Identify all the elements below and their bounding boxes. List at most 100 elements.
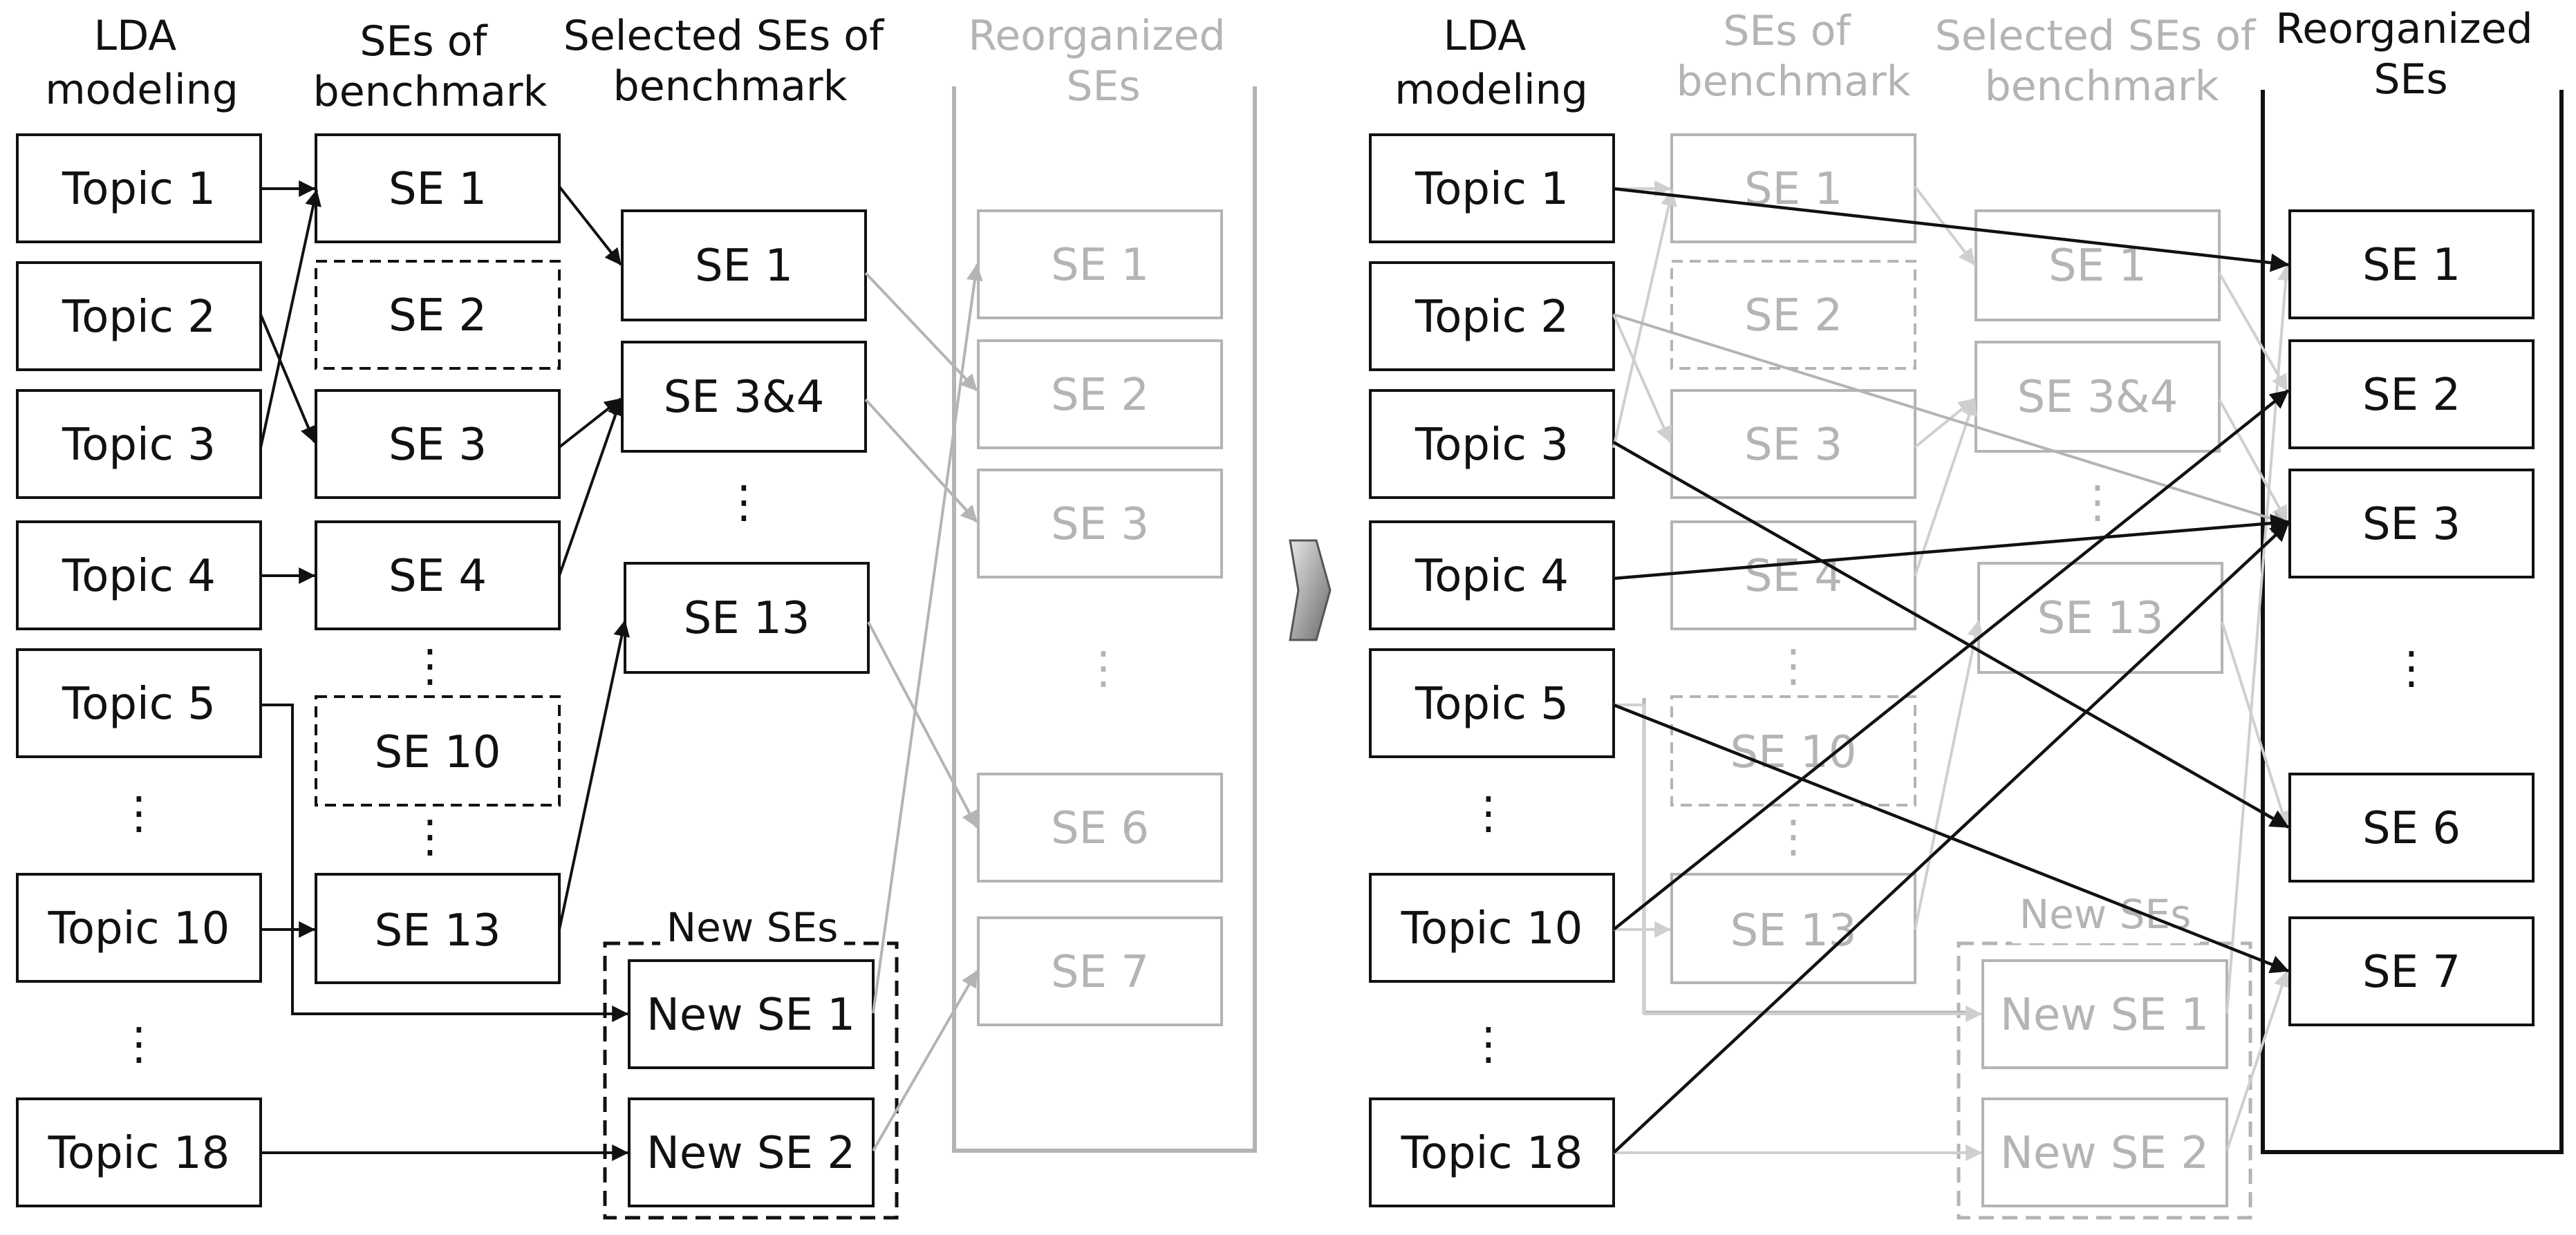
header-selected-ses: Selected SEs of benchmark: [563, 12, 897, 111]
arrow-selected-se1-to-reorg-se2: [864, 272, 978, 392]
left-selected-ses: SE 1 SE 3&4 SE 13 New SE 1 New SE 2: [621, 209, 875, 1207]
benchmark-se-label-13: SE 13: [375, 905, 501, 956]
right-benchmark-se-box-2: [1670, 260, 1916, 370]
arrow-selected-se34-to-reorg-se3: [864, 398, 978, 523]
ellipsis-benchmark-2: ⋮: [408, 811, 452, 862]
topic-label-1: Topic 1: [62, 164, 216, 215]
right-topic-box-18: [1369, 1097, 1615, 1207]
ellipsis-topics-1: ⋮: [117, 788, 161, 839]
arrow-se13-to-selected-se13: [558, 619, 630, 930]
header-lda-modeling: LDA modeling: [45, 12, 239, 114]
right-selected-se-label-34: SE 3&4: [2017, 372, 2178, 423]
left-panel: LDA modeling SEs of benchmark Selected S…: [16, 12, 1257, 1220]
reorganized-container: [952, 86, 1257, 1153]
reorg-se-label-2: SE 2: [1051, 370, 1149, 421]
right-reorg-se-box-2: [2288, 339, 2535, 449]
right-selected-se-label-13: SE 13: [2037, 593, 2164, 644]
left-ellipses: ⋮ ⋮ ⋮ ⋮ ⋮ ⋮: [117, 477, 1126, 1070]
right-arrow-topic2-to-reorg-se3: [1613, 313, 2290, 527]
topic-box-1: [16, 133, 262, 243]
right-reorg-se-box-6: [2288, 773, 2535, 883]
selected-se-box-1: [621, 209, 867, 321]
right-benchmark-se-label-1: SE 1: [1744, 164, 1842, 215]
new-se-label-2: New SE 2: [646, 1128, 855, 1179]
left-faded-arrows: [864, 263, 983, 1151]
right-faded-selected-se13-to-reorg-se6: [2221, 621, 2290, 829]
right-reorg-se-box-1: [2288, 209, 2535, 319]
right-selected-ses: SE 1 SE 3&4 SE 13 New SE 1 New SE 2: [1975, 209, 2228, 1207]
right-reorganized-container: [2261, 90, 2564, 1154]
benchmark-se-box-4: [315, 520, 561, 630]
right-selected-se-box-13: [1977, 562, 2223, 674]
reorg-se-box-7: [977, 916, 1223, 1026]
selected-se-box-34: [621, 341, 867, 453]
topic-label-4: Topic 4: [62, 551, 216, 602]
ellipsis-benchmark-1: ⋮: [408, 641, 452, 692]
ellipsis-selected: ⋮: [722, 477, 766, 528]
right-ellipsis-topics-1: ⋮: [1466, 788, 1511, 839]
reorg-se-box-6: [977, 773, 1223, 883]
right-new-se-box-2: [1981, 1097, 2228, 1207]
right-faded-topic3-to-se1: [1612, 189, 1677, 449]
arrow-selected-se13-to-reorg-se6: [867, 621, 978, 829]
new-se-label-1: New SE 1: [646, 990, 855, 1041]
right-benchmark-se-box-1: [1670, 133, 1916, 243]
right-new-se-label-1: New SE 1: [2000, 990, 2209, 1041]
right-benchmark-se-label-2: SE 2: [1744, 290, 1842, 341]
selected-se-label-1: SE 1: [695, 241, 793, 292]
header-reorganized-ses: Reorganized SEs: [968, 12, 1238, 111]
arrow-topic3-to-se1: [259, 189, 321, 449]
left-topics: Topic 1 Topic 2 Topic 3 Topic 4 Topic 5 …: [16, 133, 262, 1207]
right-faded-se4-to-selected-se34: [1914, 398, 1978, 576]
right-new-ses-label-bg: [2012, 895, 2200, 943]
selected-se-box-13: [624, 562, 870, 674]
benchmark-se-label-10: SE 10: [375, 727, 501, 778]
new-ses-label: New SEs: [666, 904, 839, 951]
right-reorg-se-label-6: SE 6: [2362, 803, 2461, 854]
topic-box-3: [16, 389, 262, 499]
benchmark-se-box-2: [315, 260, 561, 370]
right-reorg-se-label-7: SE 7: [2362, 947, 2461, 998]
right-reorg-se-label-2: SE 2: [2362, 370, 2461, 421]
right-reorg-se-box-3: [2288, 469, 2535, 578]
right-faded-selected-se34-to-reorg-se3: [2218, 399, 2288, 523]
right-topic-label-5: Topic 5: [1415, 679, 1569, 730]
right-ellipses: ⋮ ⋮ ⋮ ⋮ ⋮ ⋮: [1466, 477, 2434, 1070]
topic-box-18: [16, 1097, 262, 1207]
arrow-newse2-to-reorg-se7: [872, 970, 978, 1151]
right-topic-box-4: [1369, 520, 1615, 630]
right-faded-selected-se1-to-reorg-se2: [2218, 272, 2288, 392]
transition-arrow-shape: [1289, 539, 1332, 641]
right-topic-box-1: [1369, 133, 1615, 243]
right-benchmark-se-box-13: [1670, 873, 1916, 984]
arrow-topic2-to-se3: [259, 314, 317, 444]
benchmark-se-box-10: [315, 695, 561, 807]
left-reorganized-ses: SE 1 SE 2 SE 3 SE 6 SE 7: [977, 209, 1223, 1026]
right-arrow-topic10-to-reorg-se2: [1612, 389, 2290, 931]
right-topic-box-3: [1369, 389, 1615, 499]
right-gray-arrows: [1613, 313, 2290, 527]
right-arrow-topic3-to-reorg-se6: [1612, 441, 2290, 829]
right-ellipsis-selected: ⋮: [2075, 477, 2120, 528]
right-benchmark-se-label-3: SE 3: [1744, 419, 1842, 471]
topic-box-5: [16, 648, 262, 758]
reorg-se-box-3: [977, 469, 1223, 578]
right-faded-newse1-to-reorg-se1: [2225, 263, 2295, 1014]
topic-box-4: [16, 520, 262, 630]
right-topic-label-1: Topic 1: [1415, 164, 1569, 215]
header-ses-of-benchmark: SEs of benchmark: [313, 17, 548, 116]
arrow-newse1-to-reorg-se1: [872, 263, 983, 1014]
right-header-reorganized-ses: Reorganized SEs: [2275, 5, 2546, 104]
right-dark-arrows: [1612, 187, 2290, 1154]
right-ellipsis-benchmark-1: ⋮: [1771, 641, 1816, 692]
new-ses-label-bg: [660, 909, 844, 957]
benchmark-se-box-3: [315, 389, 561, 499]
benchmark-se-label-4: SE 4: [389, 551, 487, 602]
right-selected-se-box-1: [1975, 209, 2221, 321]
reorg-se-label-6: SE 6: [1051, 803, 1149, 854]
right-panel: LDA modeling SEs of benchmark Selected S…: [1369, 5, 2564, 1220]
right-topic-label-2: Topic 2: [1415, 292, 1569, 343]
topic-label-10: Topic 10: [48, 903, 230, 954]
right-reorg-se-box-7: [2288, 916, 2535, 1026]
reorg-se-box-2: [977, 339, 1223, 449]
